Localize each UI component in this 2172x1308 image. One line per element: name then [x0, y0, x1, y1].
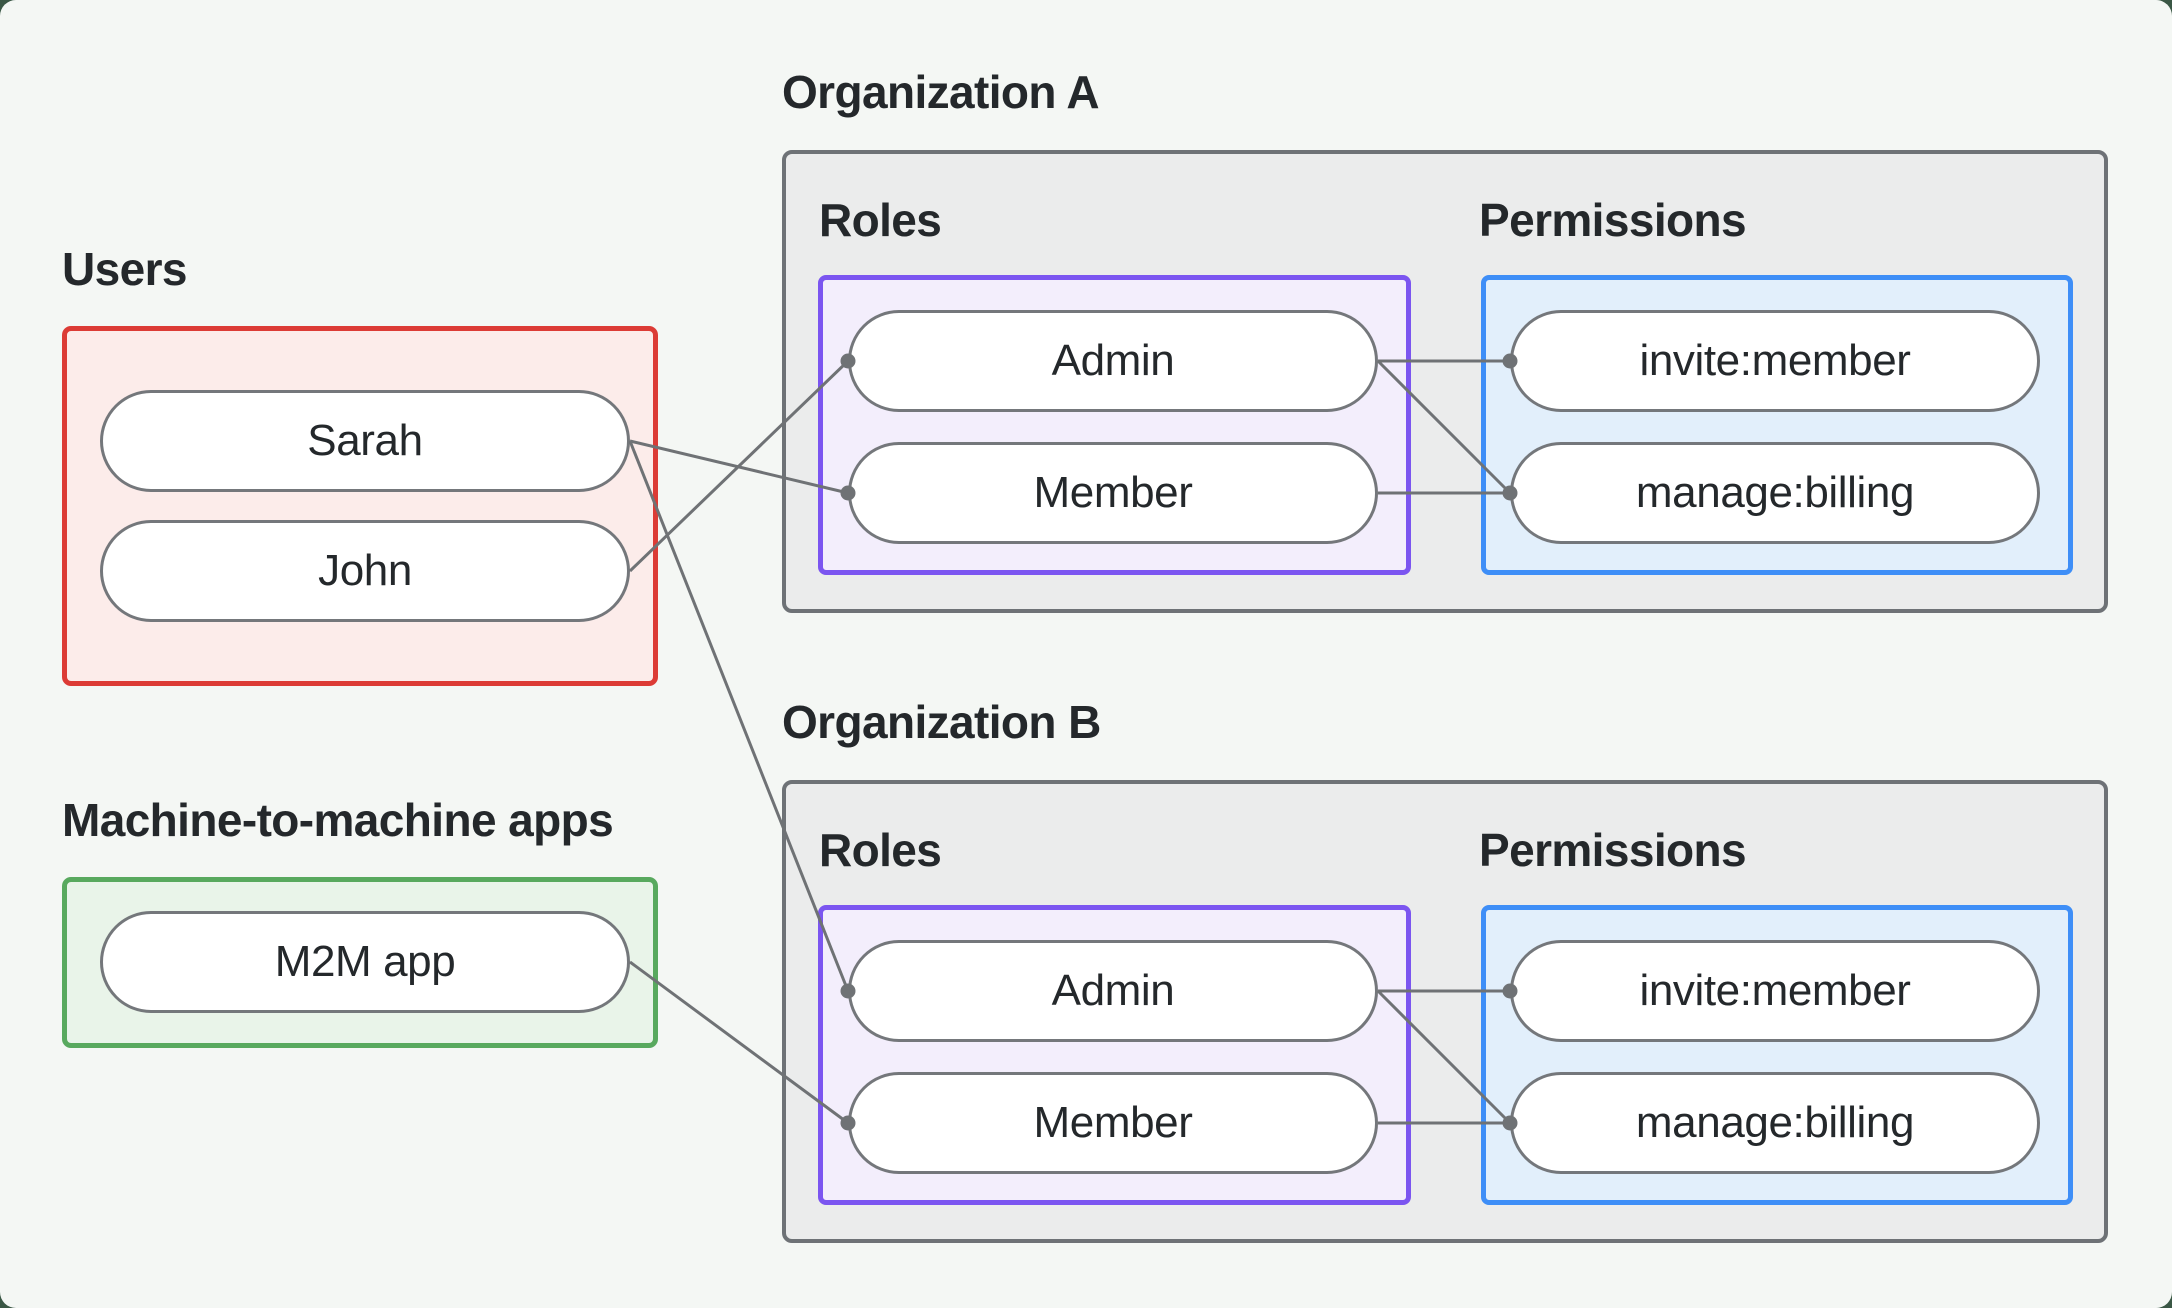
node-org-b-perm-manage-billing: manage:billing — [1510, 1072, 2040, 1174]
node-org-b-role-admin: Admin — [848, 940, 1378, 1042]
node-org-a-role-admin: Admin — [848, 310, 1378, 412]
node-m2m-app: M2M app — [100, 911, 630, 1013]
node-org-b-perm-invite-member: invite:member — [1510, 940, 2040, 1042]
users-group-box — [62, 326, 658, 686]
m2m-section-title: Machine-to-machine apps — [62, 794, 614, 846]
node-org-a-role-member-label: Member — [1033, 468, 1193, 517]
node-user-john: John — [100, 520, 630, 622]
node-org-a-role-admin-label: Admin — [1051, 336, 1175, 385]
node-m2m-app-label: M2M app — [274, 937, 456, 986]
org-b-permissions-title: Permissions — [1479, 824, 1747, 876]
org-a-roles-title: Roles — [819, 194, 942, 246]
node-user-john-label: John — [318, 546, 412, 595]
node-user-sarah-label: Sarah — [307, 416, 423, 465]
node-org-a-perm-invite-member: invite:member — [1510, 310, 2040, 412]
node-org-b-role-admin-label: Admin — [1051, 966, 1175, 1015]
node-org-b-perm-manage-billing-label: manage:billing — [1635, 1098, 1915, 1147]
node-org-b-perm-invite-member-label: invite:member — [1639, 966, 1911, 1015]
node-org-b-role-member-label: Member — [1033, 1098, 1193, 1147]
node-org-b-role-member: Member — [848, 1072, 1378, 1174]
users-section-title: Users — [62, 243, 187, 295]
org-b-roles-title: Roles — [819, 824, 942, 876]
node-org-a-perm-manage-billing: manage:billing — [1510, 442, 2040, 544]
org-b-title: Organization B — [782, 696, 1101, 748]
node-org-a-perm-manage-billing-label: manage:billing — [1635, 468, 1915, 517]
node-org-a-perm-invite-member-label: invite:member — [1639, 336, 1911, 385]
org-a-title: Organization A — [782, 66, 1100, 118]
node-org-a-role-member: Member — [848, 442, 1378, 544]
org-a-permissions-title: Permissions — [1479, 194, 1747, 246]
node-user-sarah: Sarah — [100, 390, 630, 492]
